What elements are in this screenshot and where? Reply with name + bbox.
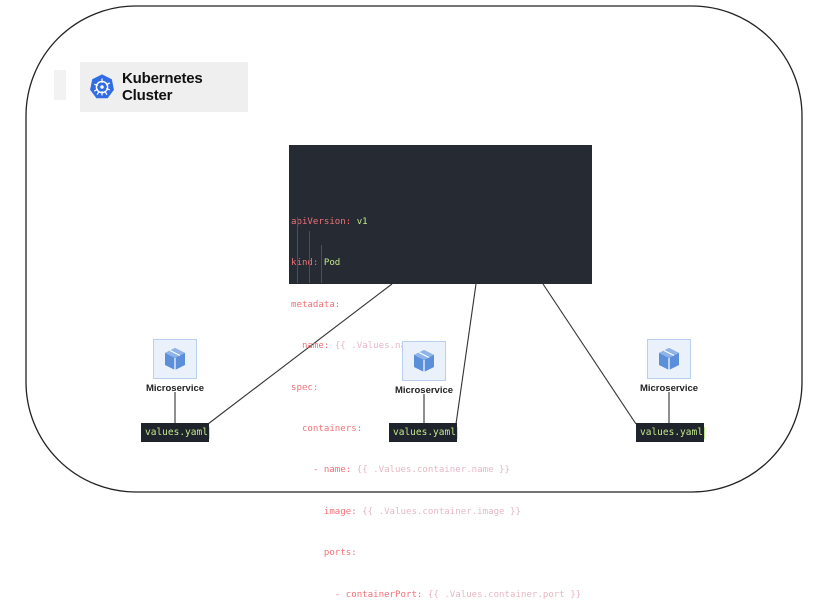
values-yaml-label: values.yaml <box>393 427 456 438</box>
microservice-label: Microservice <box>394 385 454 396</box>
microservice-label: Microservice <box>639 383 699 394</box>
connector-line-3 <box>542 283 637 425</box>
cube-icon <box>402 341 446 381</box>
values-yaml-file-3: values.yaml <box>636 423 705 442</box>
cluster-title: Kubernetes Cluster <box>122 70 203 104</box>
connector-line-2 <box>455 283 477 425</box>
cluster-boundary <box>25 5 803 493</box>
code-line: kind: Pod <box>291 258 341 269</box>
text-cursor <box>456 426 458 439</box>
values-yaml-file-1: values.yaml <box>141 423 210 442</box>
cube-icon <box>153 339 197 379</box>
microservice-node-1: Microservice <box>130 339 220 394</box>
pod-template-code: apiVersion: v1 kind: Pod metadata: name:… <box>289 145 592 600</box>
microservice-label: Microservice <box>145 383 205 394</box>
code-line: - name: {{ .Values.container.name }} <box>291 465 511 476</box>
microservice-node-2: Microservice <box>379 341 469 396</box>
cluster-badge: Kubernetes Cluster <box>80 62 248 112</box>
diagram-canvas <box>25 5 803 493</box>
values-yaml-label: values.yaml <box>640 427 703 438</box>
code-line: spec: <box>291 382 319 393</box>
cube-icon <box>647 339 691 379</box>
code-line: image: {{ .Values.container.image }} <box>291 506 521 517</box>
code-line: containers: <box>291 423 363 434</box>
values-yaml-file-2: values.yaml <box>389 423 458 442</box>
code-line: - containerPort: {{ .Values.container.po… <box>291 589 582 600</box>
code-line: apiVersion: v1 <box>291 216 368 227</box>
code-line: ports: <box>291 548 357 559</box>
code-line: metadata: <box>291 299 341 310</box>
values-yaml-label: values.yaml <box>145 427 208 438</box>
cluster-side-mark <box>54 70 66 100</box>
text-cursor <box>703 426 705 439</box>
connector-line-1 <box>207 283 393 425</box>
microservice-node-3: Microservice <box>624 339 714 394</box>
text-cursor <box>208 426 210 439</box>
kubernetes-helm-icon <box>90 74 114 99</box>
